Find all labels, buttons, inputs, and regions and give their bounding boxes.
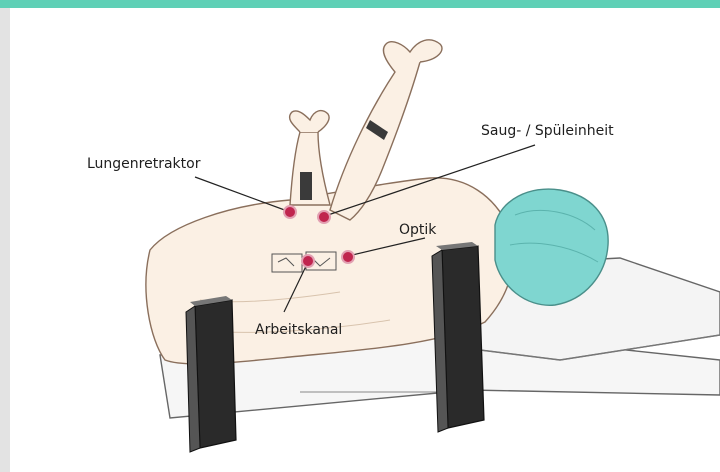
support-post-right: [432, 242, 484, 432]
port-marker-lung-retractor: [284, 206, 296, 218]
port-marker-working-channel: [302, 255, 314, 267]
support-post-left: [186, 296, 236, 452]
label-optics: Optik: [399, 222, 436, 238]
patient-arm-lower: [290, 111, 330, 205]
port-marker-suction: [318, 211, 330, 223]
label-working-channel: Arbeitskanal: [255, 322, 342, 338]
label-lung-retractor: Lungenretraktor: [87, 156, 200, 172]
port-marker-optics: [342, 251, 354, 263]
label-suction-irrigation: Saug- / Spüleinheit: [481, 123, 614, 139]
